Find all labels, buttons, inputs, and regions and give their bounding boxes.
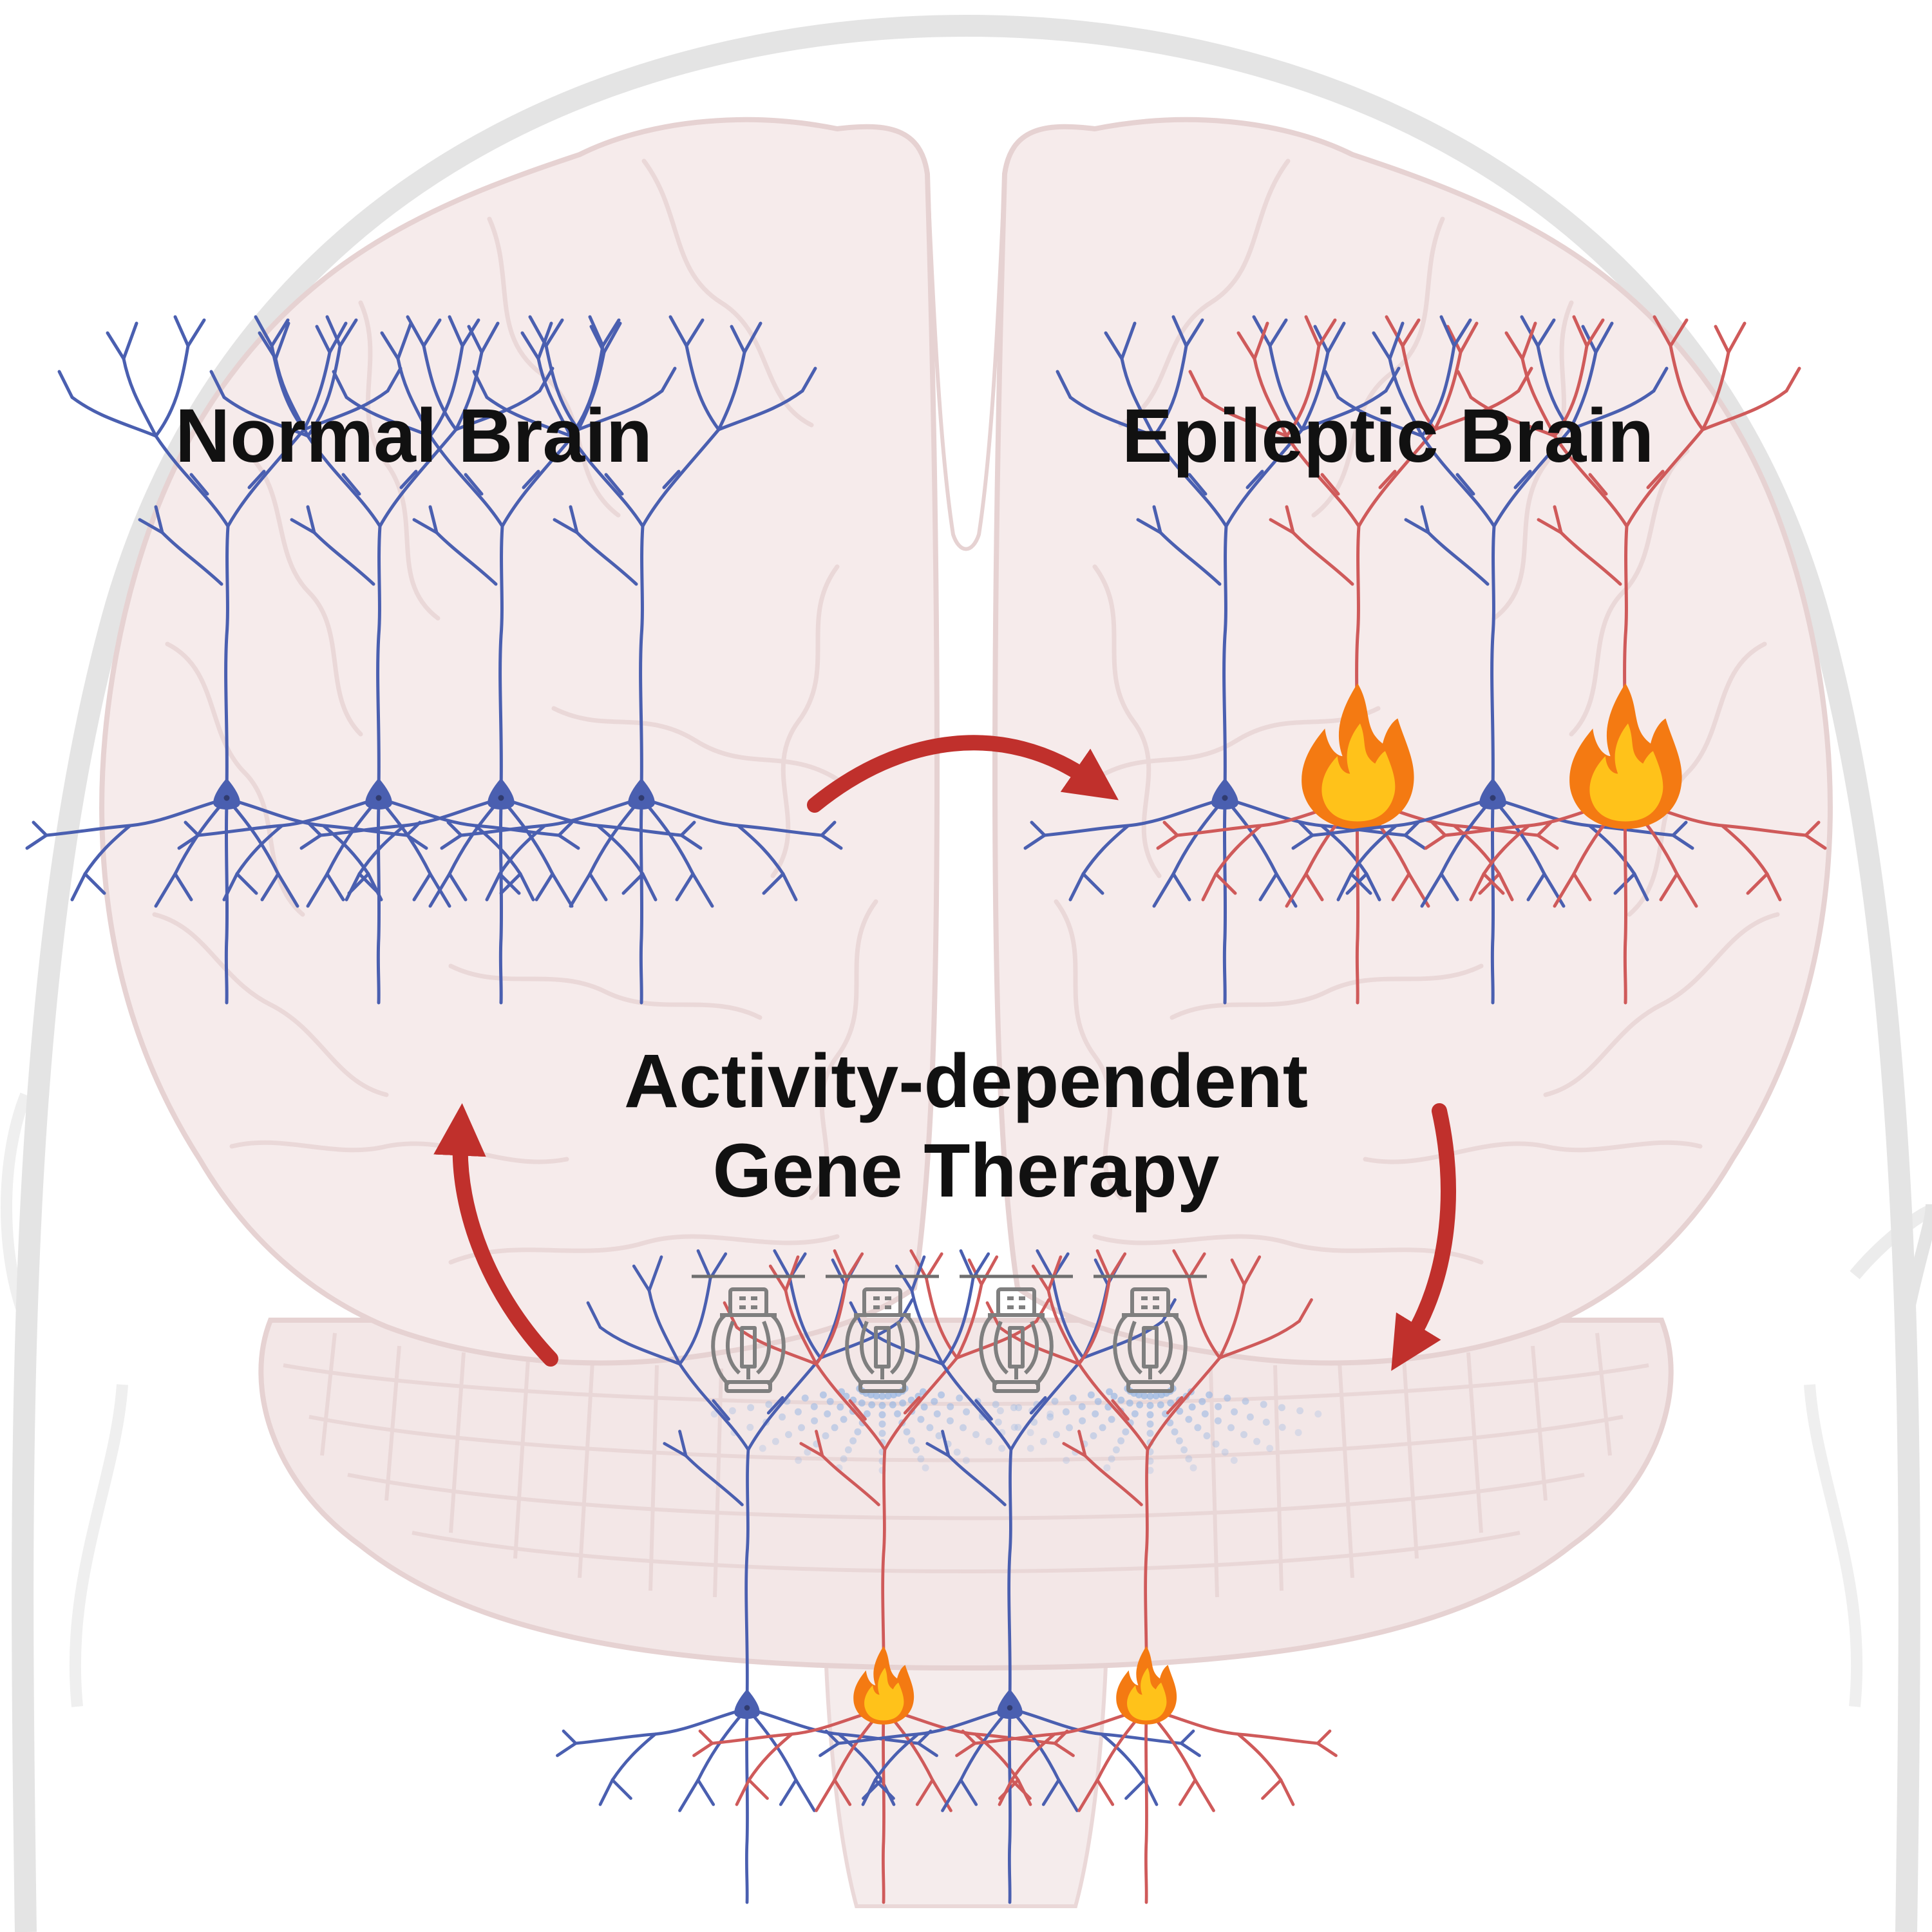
sprinkler-row bbox=[692, 1274, 1207, 1391]
gene-therapy-label-line2: Gene Therapy bbox=[712, 1128, 1220, 1214]
curved-arrow-icon bbox=[1391, 1103, 1456, 1371]
spray-icon bbox=[710, 1385, 1054, 1474]
curved-arrow-icon bbox=[807, 735, 1119, 813]
brain-illustration bbox=[99, 117, 1833, 1908]
cycle-arrows bbox=[433, 735, 1456, 1371]
head-outline bbox=[1, 14, 1932, 1932]
gene-therapy-label-line1: Activity-dependent bbox=[623, 1039, 1309, 1124]
gene-therapy-label: Activity-dependent Gene Therapy bbox=[489, 1037, 1443, 1216]
normal-brain-label: Normal Brain bbox=[175, 393, 652, 478]
curved-arrow-icon bbox=[433, 1103, 558, 1367]
epileptic-brain-label: Epileptic Brain bbox=[1122, 393, 1654, 478]
